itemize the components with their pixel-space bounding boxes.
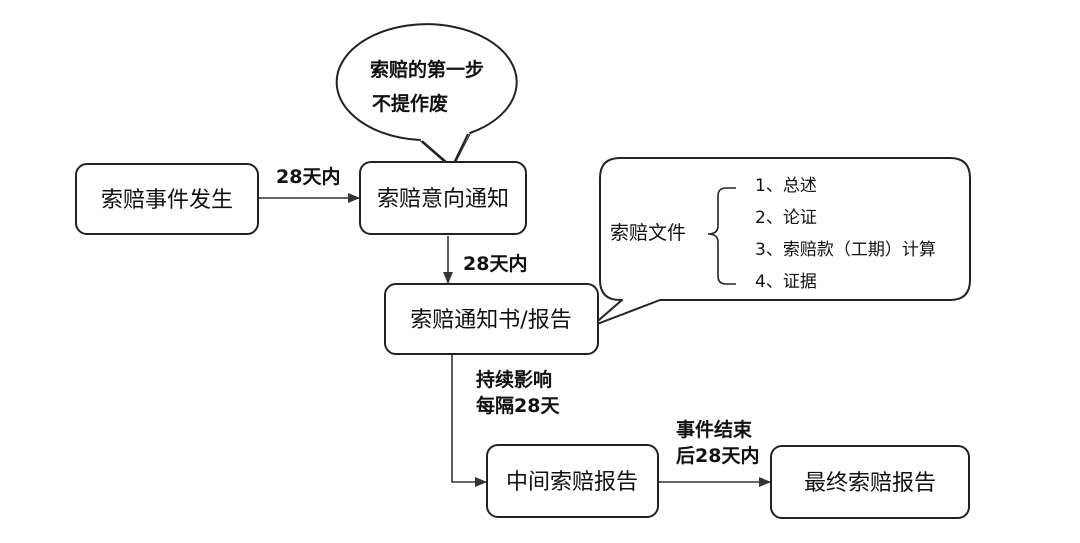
node-event: 索赔事件发生 <box>75 163 259 235</box>
node-interim-report-label: 中间索赔报告 <box>506 470 638 495</box>
doc-item-1: 1、总述 <box>755 176 817 196</box>
node-interim-report: 中间索赔报告 <box>486 444 659 518</box>
label-notice-to-interim-2: 每隔28天 <box>476 394 560 417</box>
label-intent-to-notice: 28天内 <box>463 252 527 275</box>
claim-documents-callout: 索赔文件 1、总述 2、论证 3、索赔款（工期）计算 4、证据 <box>591 157 971 327</box>
doc-item-2: 2、论证 <box>755 208 817 228</box>
node-intent-notice-label: 索赔意向通知 <box>377 187 509 212</box>
label-event-to-intent: 28天内 <box>276 165 340 188</box>
doc-item-4: 4、证据 <box>755 272 817 292</box>
node-final-report-label: 最终索赔报告 <box>804 471 936 496</box>
bubble-text-line2: 不提作废 <box>372 92 448 115</box>
node-event-label: 索赔事件发生 <box>101 188 233 213</box>
speech-bubble: 索赔的第一步 不提作废 <box>335 23 518 169</box>
node-notice-report: 索赔通知书/报告 <box>384 283 599 355</box>
brace-shape <box>707 187 736 285</box>
node-notice-report-label: 索赔通知书/报告 <box>410 308 571 333</box>
label-notice-to-interim-1: 持续影响 <box>476 368 552 391</box>
bubble-text-line1: 索赔的第一步 <box>370 58 484 81</box>
arrow-notice-to-interim <box>451 354 487 487</box>
label-interim-to-final-1: 事件结束 <box>676 418 753 441</box>
label-interim-to-final-2: 后28天内 <box>676 444 759 467</box>
node-intent-notice: 索赔意向通知 <box>359 161 527 235</box>
doc-item-3: 3、索赔款（工期）计算 <box>755 240 936 260</box>
node-final-report: 最终索赔报告 <box>770 445 970 519</box>
claim-documents-title: 索赔文件 <box>610 222 686 244</box>
